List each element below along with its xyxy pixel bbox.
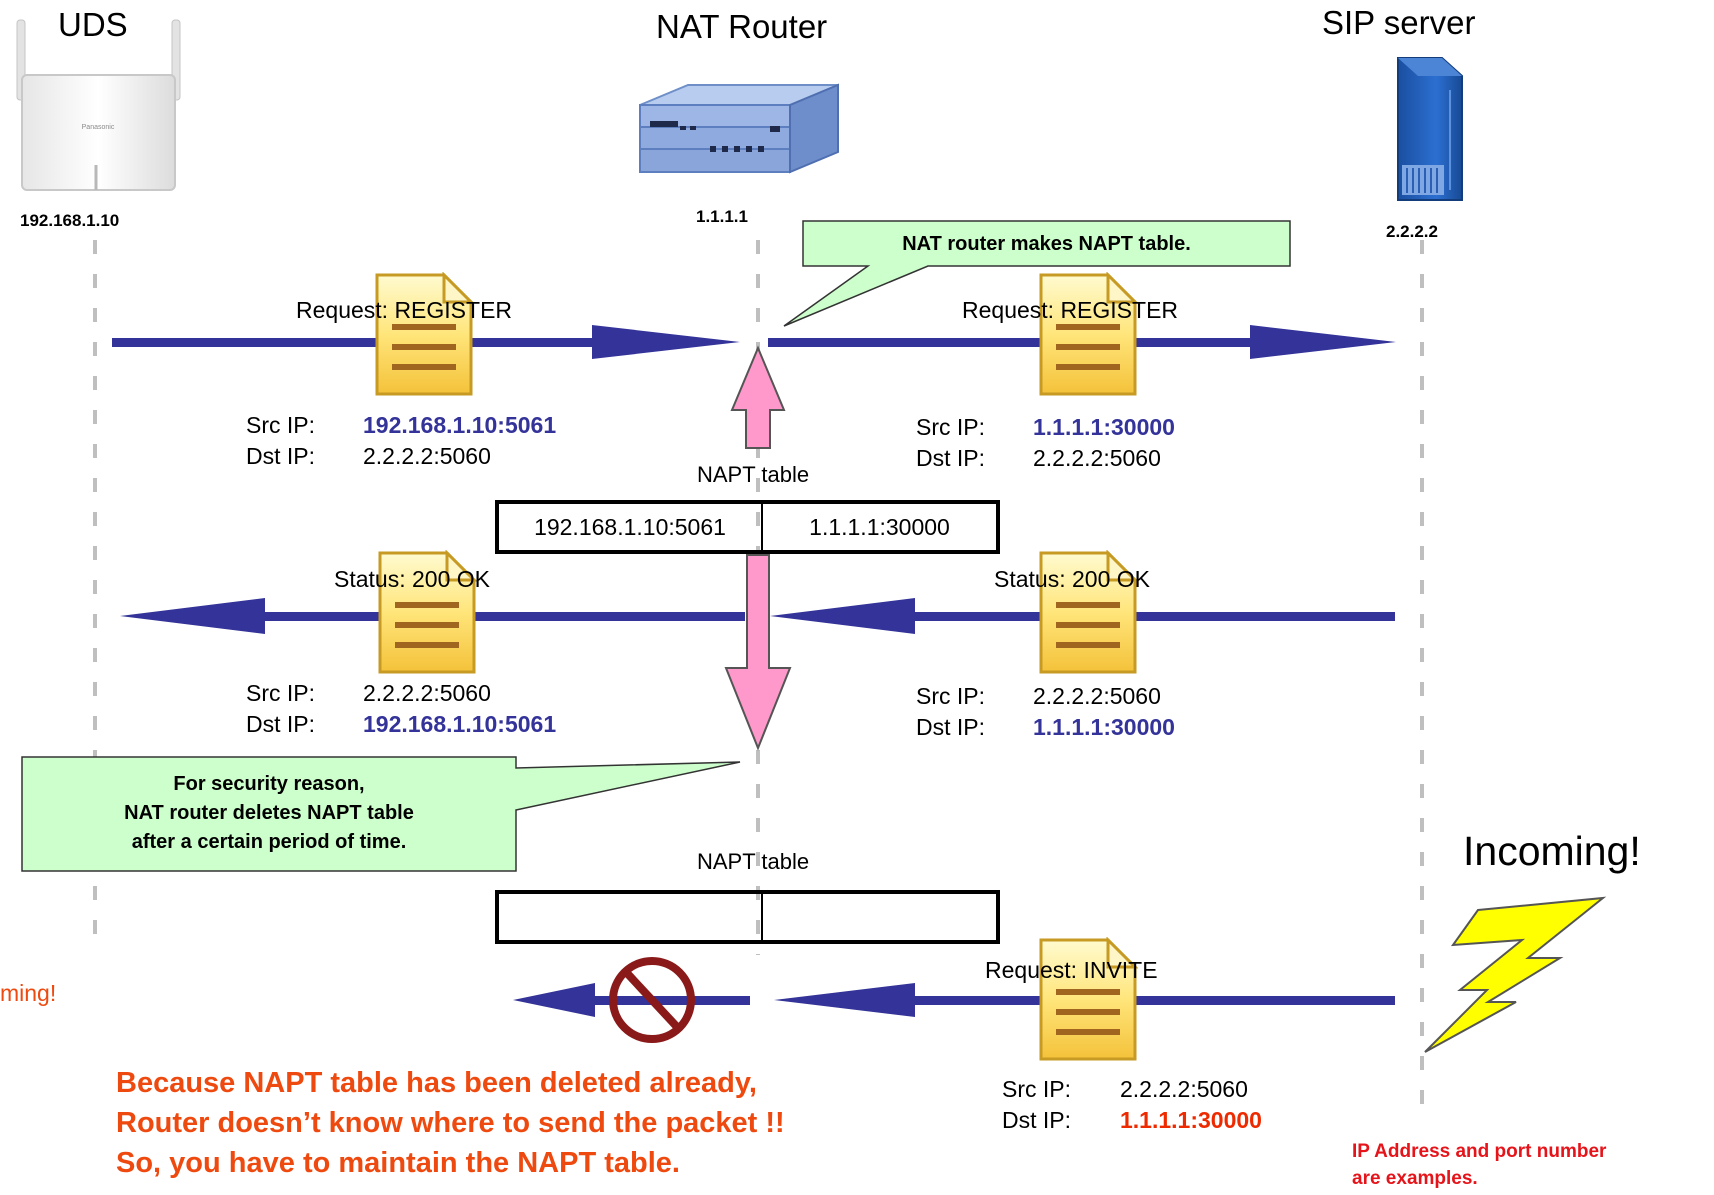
sip-server-ip: 2.2.2.2	[1386, 222, 1438, 241]
callout-security	[21, 756, 741, 872]
incoming-label: Incoming!	[1463, 828, 1641, 874]
register-left-src-key: Src IP:	[246, 412, 316, 438]
register-left-dst-key: Dst IP:	[246, 443, 316, 469]
lightning-icon	[1424, 896, 1607, 1053]
invite-dst-key: Dst IP:	[1002, 1107, 1072, 1133]
uds-device-icon: Panasonic	[16, 19, 181, 191]
example-note-line-2: are examples.	[1352, 1168, 1478, 1189]
napt-table-filled: 192.168.1.10:5061 1.1.1.1:30000	[495, 500, 1000, 554]
uds-brand-label: Panasonic	[82, 124, 115, 131]
example-note-line-1: IP Address and port number	[1352, 1141, 1607, 1162]
register-right-label: Request: REGISTER	[962, 297, 1179, 323]
ok-left-dst-value: 192.168.1.10:5061	[363, 711, 557, 737]
invite-dst: Dst IP: 1.1.1.1:30000	[1002, 1105, 1262, 1135]
router-icon	[639, 83, 839, 174]
register-left-src-value: 192.168.1.10:5061	[363, 412, 557, 438]
router-title: NAT Router	[656, 8, 828, 45]
napt-empty-private-cell	[499, 894, 763, 940]
uds-ip: 192.168.1.10	[20, 211, 120, 230]
router-ip: 1.1.1.1	[696, 207, 748, 226]
callout-security-line-3: after a certain period of time.	[131, 831, 407, 853]
ok-left-src: Src IP: 2.2.2.2:5060	[246, 678, 491, 708]
napt-empty-public-cell	[763, 894, 996, 940]
register-right-src: Src IP: 1.1.1.1:30000	[916, 412, 1175, 442]
ok-right-src-value: 2.2.2.2:5060	[1033, 683, 1161, 709]
callout-napt-created-text: NAT router makes NAPT table.	[902, 233, 1191, 255]
register-right-dst-value: 2.2.2.2:5060	[1033, 445, 1161, 471]
ok-arrow-sip-to-router	[770, 598, 1395, 634]
register-left-label: Request: REGISTER	[296, 297, 513, 323]
register-right-src-key: Src IP:	[916, 414, 986, 440]
register-packet-right-icon	[1039, 273, 1137, 396]
warning-line-2: Router doesn’t know where to send the pa…	[116, 1107, 785, 1139]
ok-left-src-key: Src IP:	[246, 680, 316, 706]
callout-security-line-1: For security reason,	[173, 773, 365, 795]
invite-arrow-sip-to-router	[774, 983, 1395, 1017]
prohibited-icon	[609, 957, 695, 1043]
callout-napt-created	[783, 220, 1291, 327]
napt-table-empty-label: NAPT table	[697, 849, 810, 874]
napt-delete-arrow-icon	[724, 554, 792, 751]
ok-left-src-value: 2.2.2.2:5060	[363, 680, 491, 706]
ok-right-src-key: Src IP:	[916, 683, 986, 709]
register-arrow-uds-to-router	[112, 325, 740, 359]
incoming-left-partial: ming!	[0, 980, 57, 1006]
sip-server-title: SIP server	[1322, 4, 1476, 41]
register-arrow-router-to-sip	[768, 325, 1396, 359]
ok-right-dst-key: Dst IP:	[916, 714, 986, 740]
invite-label: Request: INVITE	[985, 957, 1158, 983]
register-packet-left-icon	[375, 273, 473, 396]
register-left-dst-value: 2.2.2.2:5060	[363, 443, 491, 469]
napt-private-cell: 192.168.1.10:5061	[499, 504, 763, 550]
register-left-src: Src IP: 192.168.1.10:5061	[246, 410, 556, 440]
napt-table-label: NAPT table	[697, 462, 810, 487]
warning-text: Because NAPT table has been deleted alre…	[116, 1063, 785, 1183]
warning-line-1: Because NAPT table has been deleted alre…	[116, 1067, 757, 1099]
napt-create-arrow-icon	[730, 345, 786, 449]
callout-security-line-2: NAT router deletes NAPT table	[124, 802, 414, 824]
ok-left-dst-key: Dst IP:	[246, 711, 316, 737]
napt-public-cell: 1.1.1.1:30000	[809, 514, 950, 540]
invite-src-key: Src IP:	[1002, 1076, 1072, 1102]
server-icon	[1397, 57, 1463, 201]
register-right-src-value: 1.1.1.1:30000	[1033, 414, 1175, 440]
callout-security-text: For security reason, NAT router deletes …	[22, 770, 516, 857]
invite-dst-value: 1.1.1.1:30000	[1120, 1107, 1262, 1133]
example-note: IP Address and port number are examples.	[1352, 1138, 1606, 1192]
ok-right-label: Status: 200 OK	[994, 566, 1150, 592]
uds-title: UDS	[58, 6, 128, 43]
ok-left-label: Status: 200 OK	[334, 566, 490, 592]
invite-src-value: 2.2.2.2:5060	[1120, 1076, 1248, 1102]
ok-right-dst-value: 1.1.1.1:30000	[1033, 714, 1175, 740]
register-left-dst: Dst IP: 2.2.2.2:5060	[246, 441, 491, 471]
ok-left-dst: Dst IP: 192.168.1.10:5061	[246, 709, 556, 739]
ok-arrow-router-to-uds	[120, 598, 745, 634]
register-right-dst-key: Dst IP:	[916, 445, 986, 471]
ok-right-src: Src IP: 2.2.2.2:5060	[916, 681, 1161, 711]
invite-arrow-blocked	[513, 983, 750, 1017]
register-right-dst: Dst IP: 2.2.2.2:5060	[916, 443, 1161, 473]
invite-src: Src IP: 2.2.2.2:5060	[1002, 1074, 1248, 1104]
ok-right-dst: Dst IP: 1.1.1.1:30000	[916, 712, 1175, 742]
napt-table-empty	[495, 890, 1000, 944]
warning-line-3: So, you have to maintain the NAPT table.	[116, 1147, 680, 1179]
